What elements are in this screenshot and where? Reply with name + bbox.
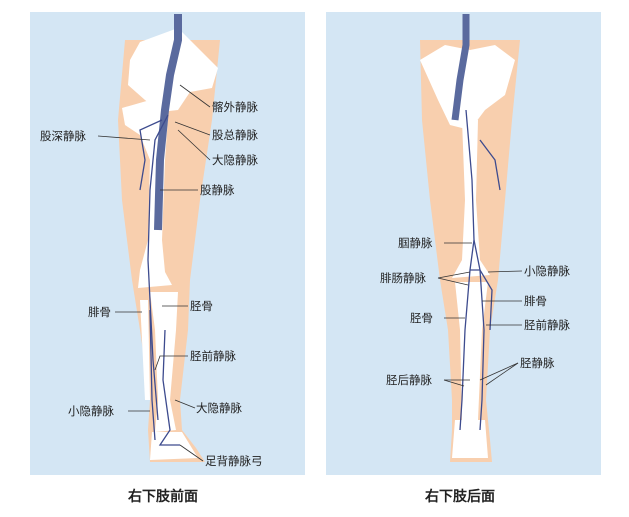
label-fibula-back: 腓骨 (524, 294, 547, 308)
label-common-femoral-vein: 股总静脉 (212, 128, 258, 142)
front-leg (97, 14, 220, 462)
label-dorsal-venous-arch: 足背静脉弓 (205, 454, 263, 468)
back-femur (452, 120, 490, 278)
label-great-saphenous-vein-upper: 大隐静脉 (212, 153, 258, 167)
label-external-iliac-vein: 髂外静脉 (212, 100, 258, 114)
caption-back-view: 右下肢后面 (425, 489, 495, 505)
front-foot-bones (150, 432, 198, 460)
label-gastrocnemius-vein: 腓肠静脉 (380, 271, 426, 285)
label-anterior-tibial-vein-back: 胫前静脉 (524, 318, 570, 332)
back-leg (420, 14, 523, 462)
front-veins (139, 114, 180, 446)
back-leader-lines (437, 242, 523, 387)
label-great-saphenous-vein-lower: 大隐静脉 (196, 401, 242, 415)
back-foot (452, 420, 488, 458)
label-tibial-vein: 胫静脉 (520, 356, 555, 370)
label-small-saphenous-vein-back: 小隐静脉 (524, 264, 570, 278)
label-tibia-back: 胫骨 (410, 311, 433, 325)
back-pelvis (420, 45, 515, 130)
label-femoral-vein: 股静脉 (200, 183, 235, 197)
label-popliteal-vein: 腘静脉 (398, 236, 433, 250)
label-posterior-tibial-vein: 胫后静脉 (386, 373, 432, 387)
back-veins (459, 109, 501, 431)
label-deep-femoral-vein: 股深静脉 (40, 129, 86, 143)
label-anterior-tibial-vein-front: 胫前静脉 (190, 349, 236, 363)
label-fibula-front: 腓骨 (88, 305, 111, 319)
front-iliac-vein (154, 14, 182, 231)
back-iliac-vein (451, 14, 470, 121)
front-fibula (140, 300, 150, 400)
caption-front-view: 右下肢前面 (128, 489, 198, 505)
label-tibia-front: 胫骨 (190, 299, 213, 313)
front-leader-lines (97, 84, 211, 462)
label-small-saphenous-vein-front: 小隐静脉 (68, 404, 114, 418)
